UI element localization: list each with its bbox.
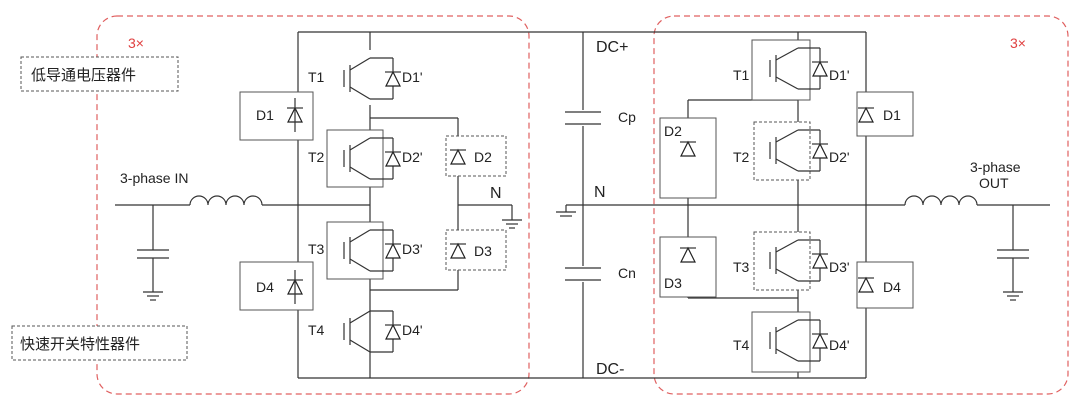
left-t2-label: T2	[308, 149, 325, 165]
right-diode-d2	[659, 117, 717, 199]
right-d1p-label: D1'	[829, 67, 850, 83]
left-d2-label: D2	[474, 149, 492, 165]
left-diode-d2	[445, 135, 507, 177]
left-switch-t3	[326, 221, 401, 280]
fast-switch-box	[11, 325, 188, 361]
right-module-group	[653, 15, 1069, 395]
left-diode-d1	[239, 91, 314, 141]
right-switch-t2	[753, 121, 828, 181]
left-d4p-label: D4'	[402, 322, 423, 338]
cp-label: Cp	[618, 109, 636, 125]
capacitor-cp	[565, 110, 601, 126]
right-output-capacitor	[997, 249, 1029, 301]
right-diode-d3	[659, 236, 717, 298]
left-switch-t4	[343, 310, 401, 353]
low-vce-label: 低导通电压器件	[31, 66, 136, 84]
left-switch-t1	[325, 50, 401, 105]
left-t3-label: T3	[308, 241, 325, 257]
left-diode-d4	[239, 261, 314, 311]
right-output-label-2: OUT	[979, 175, 1009, 191]
left-t1-label: T1	[308, 69, 325, 85]
low-vce-box	[20, 56, 179, 92]
left-d3-label: D3	[474, 243, 492, 259]
left-d4-label: D4	[256, 279, 274, 295]
right-output-inductor	[904, 195, 978, 206]
left-input-label: 3-phase IN	[120, 170, 188, 186]
dc-minus-label: DC-	[596, 361, 624, 378]
left-d3p-label: D3'	[402, 241, 423, 257]
left-d1-label: D1	[256, 107, 274, 123]
right-d2-label: D2	[664, 123, 682, 139]
right-d4p-label: D4'	[829, 337, 850, 353]
cn-label: Cn	[618, 265, 636, 281]
right-d1-label: D1	[883, 107, 901, 123]
dc-neutral-label: N	[594, 184, 606, 201]
right-diode-d4	[856, 261, 914, 309]
left-input-inductor	[189, 195, 263, 206]
right-multiplier: 3×	[1010, 35, 1026, 51]
right-t3-label: T3	[733, 259, 750, 275]
left-switch-t2	[326, 129, 401, 188]
left-t4-label: T4	[308, 322, 325, 338]
right-t2-label: T2	[733, 149, 750, 165]
left-module-group	[96, 15, 530, 395]
right-diode-d1	[856, 91, 914, 137]
right-t1-label: T1	[733, 67, 750, 83]
right-d4-label: D4	[883, 279, 901, 295]
left-neutral-label: N	[490, 185, 502, 202]
left-multiplier: 3×	[128, 35, 144, 51]
fast-switch-label: 快速开关特性器件	[20, 335, 140, 353]
dc-plus-label: DC+	[596, 39, 628, 56]
right-switch-t1	[751, 39, 828, 101]
left-diode-d3	[445, 229, 507, 271]
right-d2p-label: D2'	[829, 149, 850, 165]
right-switch-t4	[751, 311, 828, 373]
capacitor-cn	[565, 266, 601, 282]
right-d3p-label: D3'	[829, 259, 850, 275]
right-d3-label: D3	[664, 275, 682, 291]
left-d2p-label: D2'	[402, 149, 423, 165]
right-output-label-1: 3-phase	[970, 159, 1021, 175]
right-t4-label: T4	[733, 337, 750, 353]
left-d1p-label: D1'	[402, 69, 423, 85]
right-switch-t3	[753, 231, 828, 291]
left-input-capacitor	[137, 249, 169, 301]
